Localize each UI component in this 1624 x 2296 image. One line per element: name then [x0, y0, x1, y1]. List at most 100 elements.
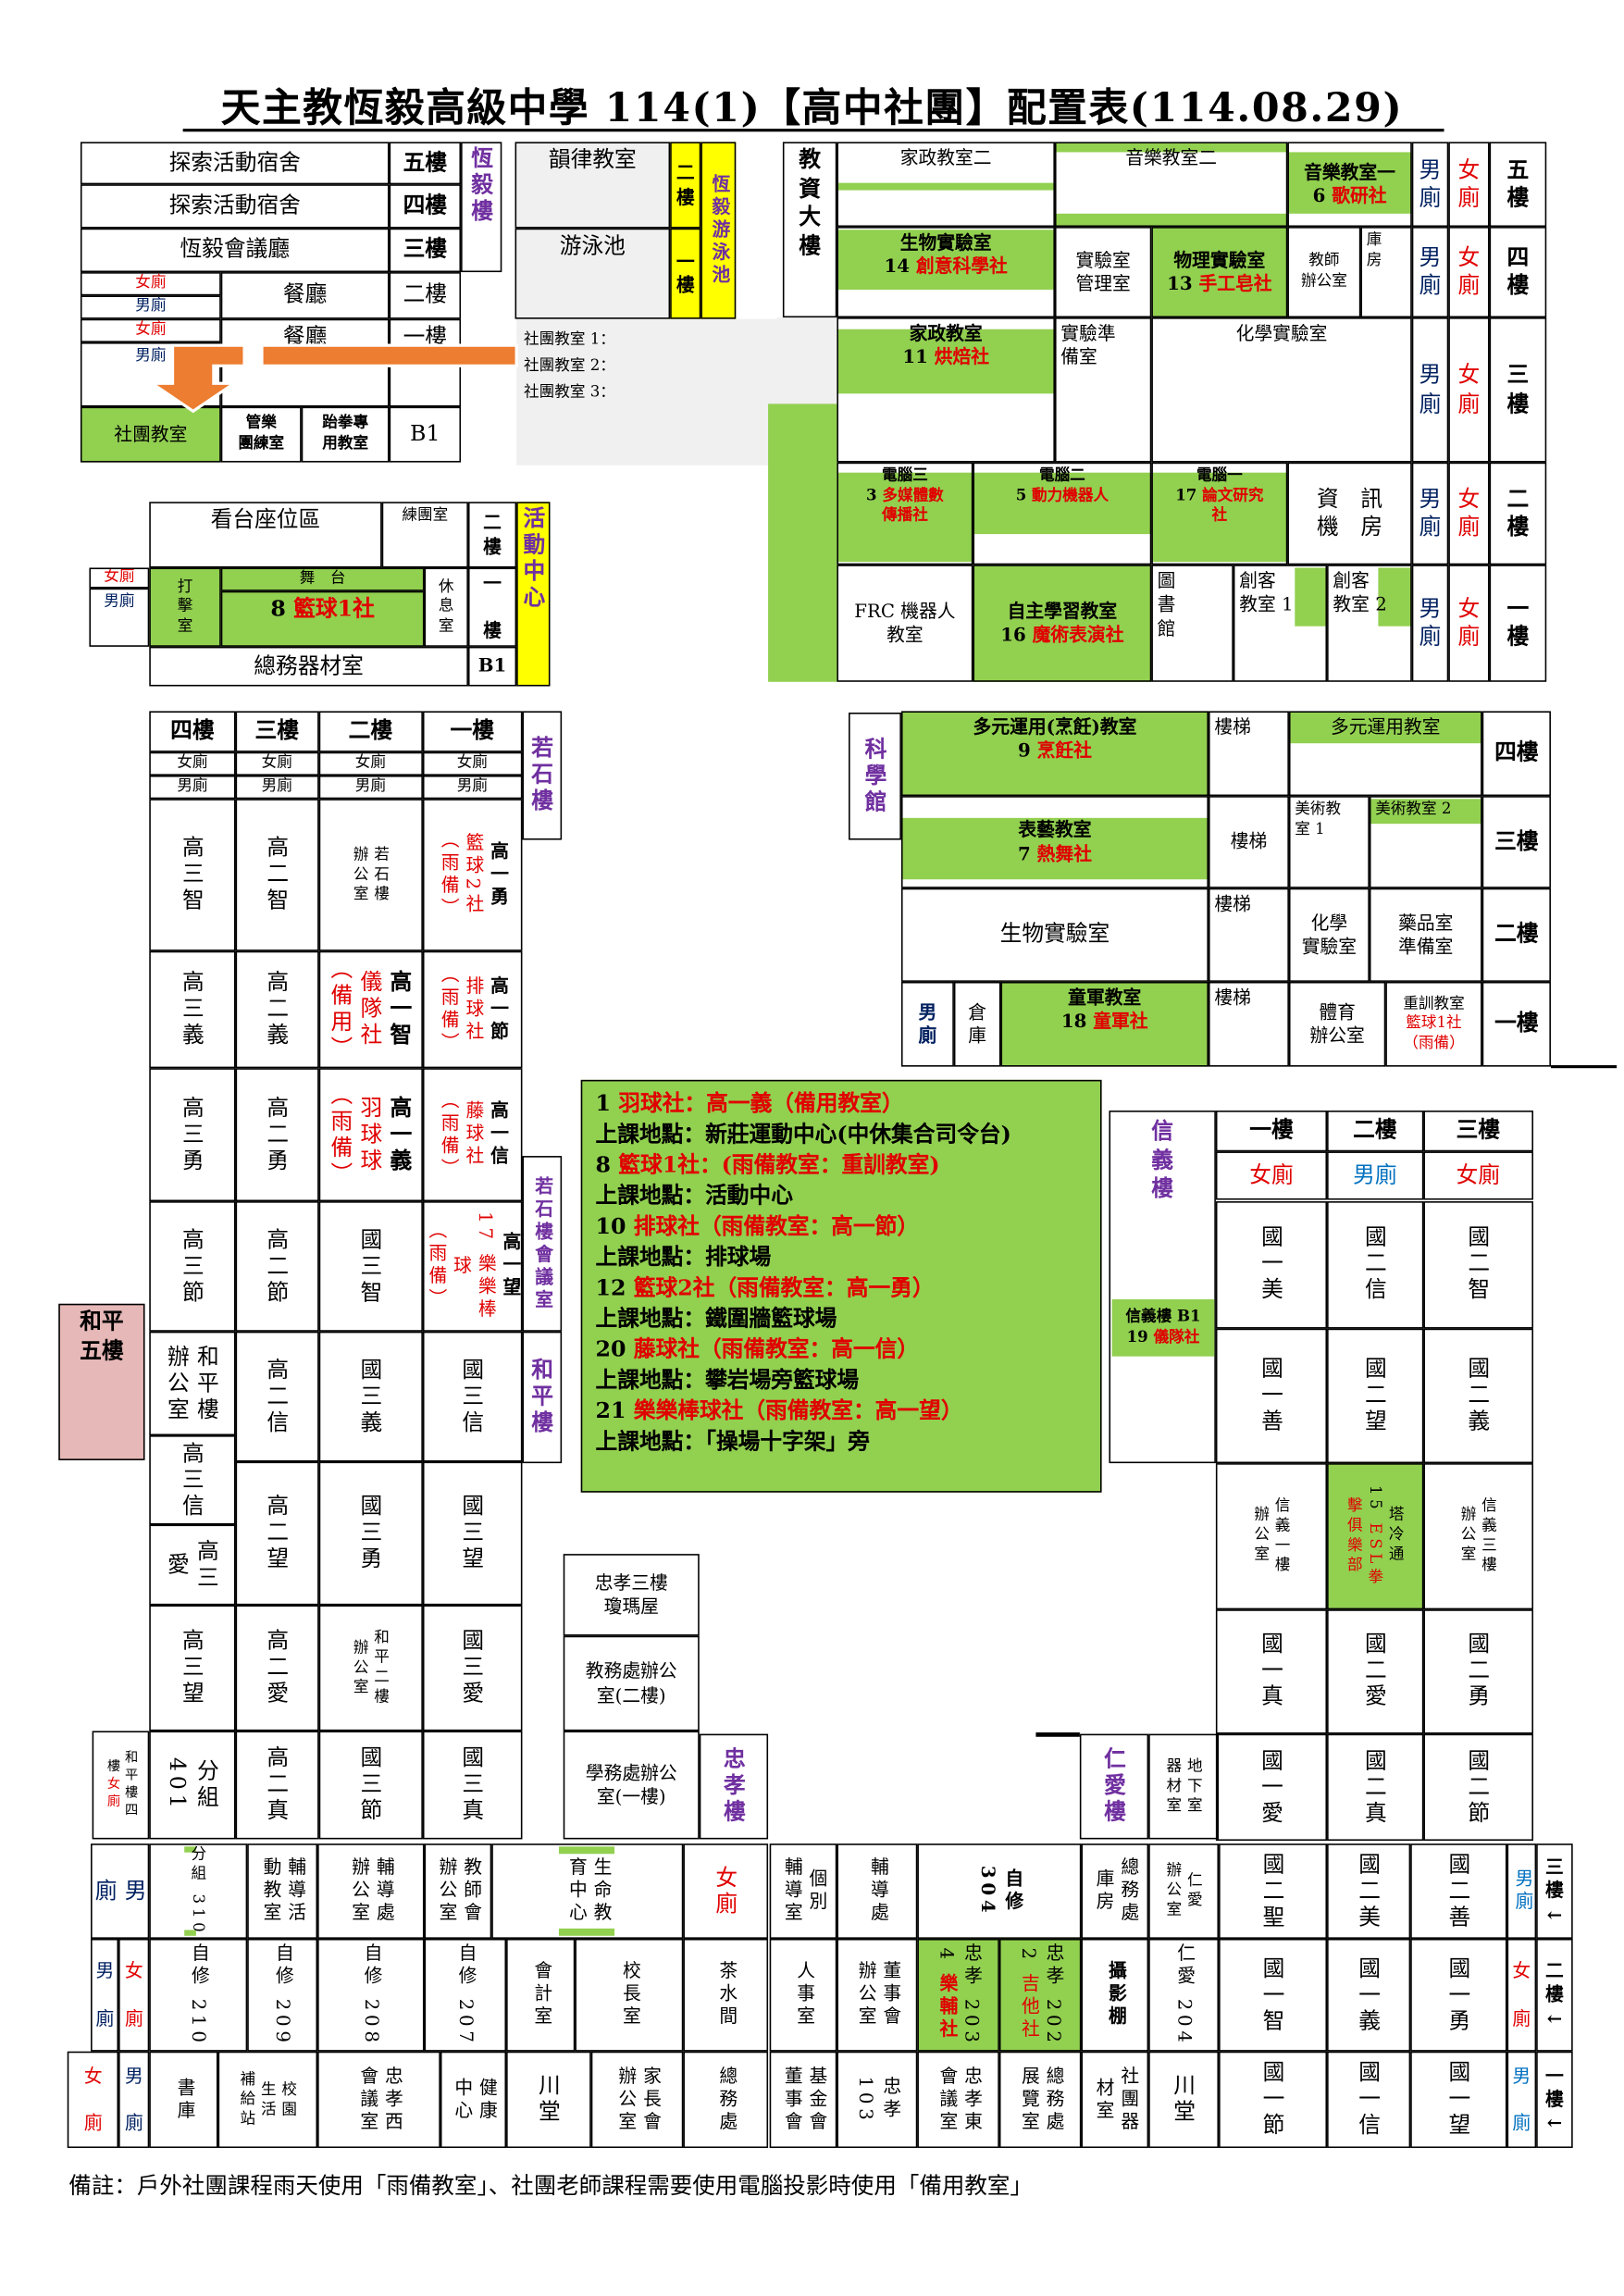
room-label: 信 義 樓 [1151, 1117, 1174, 1202]
room-label: 忠孝樓 [720, 1746, 748, 1827]
room-a2f: 四樓 [389, 184, 462, 229]
room-d2_4: 國三智 [317, 1201, 423, 1332]
room-e4a: 多元運用(烹飪)教室 9 烹飪社 [900, 711, 1209, 797]
room-d4_8: 高三望 [149, 1605, 236, 1731]
green-highlight [1378, 567, 1412, 627]
room-f3_5: 國二節 [1422, 1733, 1533, 1842]
room-label: 高一信 藤球社 （雨備） [435, 1089, 509, 1180]
room-name: 高一望 [499, 1232, 522, 1301]
room-g3_4: 輔導處 辦公室 [317, 1843, 424, 1939]
green-highlight [837, 472, 973, 563]
room-label: 高一智 儀隊社 （備用） [326, 957, 415, 1062]
room-fh2: 二樓 [1327, 1111, 1423, 1151]
room-label: 休 息 室 [438, 577, 454, 635]
room-g1_11: 忠孝 103 [837, 2051, 918, 2149]
room-label: 女廁 [261, 753, 292, 772]
room-c3c: 化學實驗室 [1151, 317, 1412, 463]
room-d3_1: 高二智 [235, 799, 318, 951]
room-label: 塔冷通 15 ESL拳 擊俱樂部 [1344, 1484, 1406, 1587]
club-name: 吉他社 [1018, 1974, 1041, 2042]
room-label: 樓梯 [1214, 892, 1251, 915]
room-label: 四樓 [1494, 738, 1539, 766]
room-label: 高三信 [179, 1440, 206, 1520]
divider-line [1035, 1732, 1080, 1736]
room-dh4: 一樓 [422, 711, 522, 752]
room-label: 總務器材室 [254, 652, 364, 679]
room-g2_16: 國一智 [1219, 1938, 1328, 2052]
room-g3_1: 男 廁 [91, 1843, 150, 1939]
room-label: 男 廁 [125, 2064, 143, 2134]
room-b6: 舞 台 [220, 567, 425, 591]
green-highlight [837, 230, 1055, 291]
room-label: 科學館 [862, 737, 888, 816]
room-g1_5: 忠孝西 會議室 [317, 2051, 440, 2149]
notice-line: 上課地點：攀岩場旁籃球場 [596, 1365, 1100, 1396]
room-label: 男廁 [177, 776, 208, 795]
room-label: 基金會 董事會 [781, 2066, 828, 2134]
room-g1_6: 健康 中心 [440, 2051, 507, 2149]
room-label: 分組 401 [164, 1757, 221, 1813]
room-c2b: 電腦二 5 動力機器人 [973, 462, 1152, 565]
room-label: 表藝教室 7 熱舞社 [1018, 818, 1092, 865]
room-label: 自主學習教室 16 魔術表演社 [1000, 600, 1123, 647]
room-label: 高一節 排球社 （雨備） [435, 964, 509, 1055]
room-g1_19: 男 廁 [1506, 2051, 1537, 2149]
room-name: 8 [270, 595, 294, 622]
room-d1_1: 高一勇 籃球2社 （雨備） [422, 799, 522, 951]
room-f1_5: 國一愛 [1215, 1733, 1328, 1842]
room-b8: 休 息 室 [424, 567, 468, 647]
room-label: 高三義 [179, 970, 206, 1049]
room-label: 川堂 [535, 2073, 563, 2127]
room-label: 恆毅會議廳 [180, 235, 291, 263]
room-c1b: 自主學習教室 16 魔術表演社 [973, 565, 1152, 682]
room-ag1: 社團教室 1： [519, 328, 819, 351]
room-label: 男廁 [456, 776, 488, 795]
room-label: 自修 304 [977, 1865, 1024, 1917]
room-dm4: 男廁 [422, 775, 522, 800]
room-c1e: 創客 教室 2 [1327, 565, 1412, 682]
room-g3_9: 輔導處 [837, 1843, 918, 1939]
room-a3: 恆毅會議廳 [80, 228, 390, 273]
notice-club: 籃球1社：(雨備教室：重訓教室) [618, 1151, 940, 1178]
club-name: 手工皂社 [1198, 272, 1272, 294]
room-a7: 管樂 團練室 [220, 406, 302, 463]
green-highlight [1295, 567, 1328, 627]
room-d4_9: 分組 401 [149, 1731, 236, 1840]
room-label: 音樂教室一 6 歌研社 [1304, 161, 1395, 208]
room-e2b: 樓梯 [1208, 887, 1289, 982]
room-z2: 教務處辦公 室(二樓) [563, 1635, 700, 1731]
room-label: 會計室 [530, 1961, 553, 2029]
room-a14: 恆毅游泳池 [700, 142, 737, 319]
room-label: 探索活動宿舍 [168, 192, 301, 218]
room-e1e: 體育 辦公室 [1288, 981, 1386, 1067]
room-d3_7: 高二愛 [235, 1605, 318, 1731]
notice-text: 上課地點：排球場 [595, 1243, 772, 1271]
room-f2_3: 塔冷通 15 ESL拳 擊俱樂部 [1327, 1462, 1423, 1609]
room-label: 高三愛 [164, 1538, 221, 1592]
room-z1: 忠孝三樓 瓊瑪屋 [563, 1554, 700, 1636]
room-label: 資 訊 機 房 [1316, 485, 1383, 540]
room-label: 四樓 [403, 192, 448, 218]
room-name: 自主學習教室 16 [1000, 599, 1118, 646]
green-highlight [1054, 213, 1288, 226]
room-label: 看台座位區 [210, 506, 321, 533]
room-g3_2: 分組 310 [149, 1843, 247, 1939]
room-rB: 地下室 器材室 [1148, 1733, 1220, 1840]
room-name: 多元運用(烹飪)教室 9 [973, 715, 1137, 762]
room-b4w: 女廁 [89, 567, 150, 589]
room-g1_9: 總務處 [683, 2051, 769, 2149]
room-label: 國二聖 [1259, 1851, 1286, 1931]
room-c2c: 電腦一 17 論文研究 社 [1151, 462, 1288, 565]
room-label: 三樓 [403, 235, 448, 263]
room-label: 國三節 [357, 1745, 384, 1825]
room-label: 實驗準 備室 [1060, 321, 1116, 368]
room-label: 打 擊 室 [177, 577, 193, 635]
room-label: 樓梯 [1214, 986, 1251, 1009]
room-e3b: 樓梯 [1208, 796, 1289, 888]
room-label: 女廁 [177, 753, 208, 772]
club-name: 籃球1社 （雨備） [1403, 1013, 1465, 1052]
room-label: 健康 中心 [451, 2077, 499, 2123]
room-d2_8: 國三節 [317, 1731, 423, 1840]
room-g1_7: 川堂 [506, 2051, 591, 2149]
green-highlight [900, 817, 1209, 880]
